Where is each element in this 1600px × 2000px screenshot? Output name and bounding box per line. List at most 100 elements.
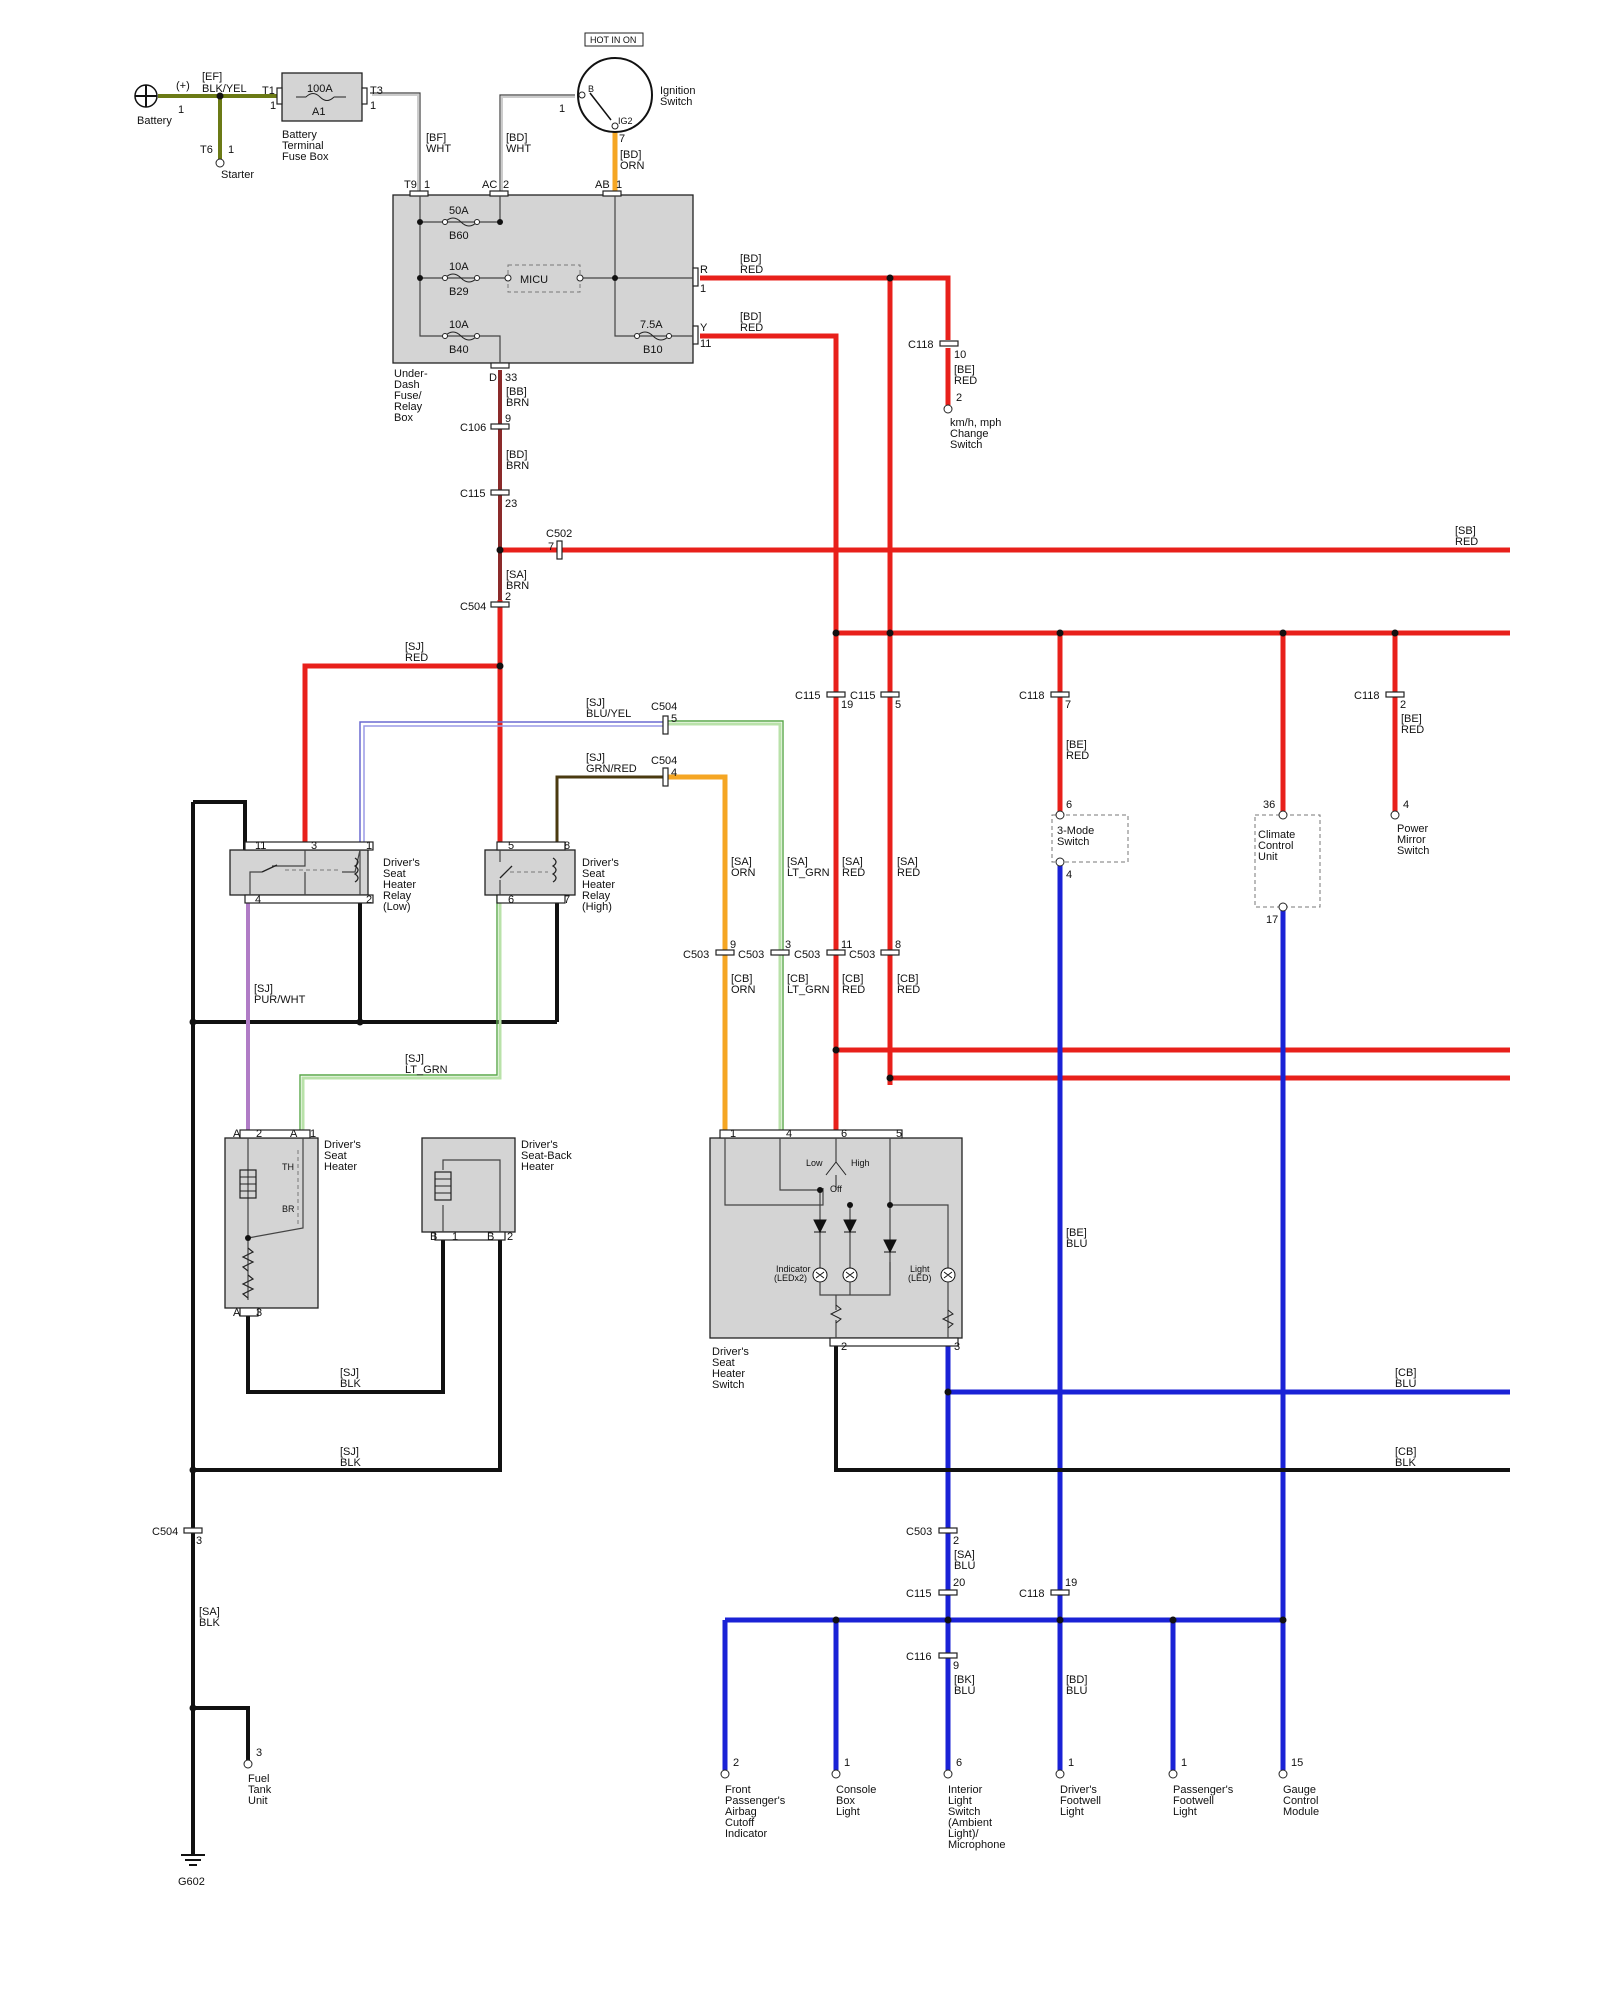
wire-blk-ground-bus [191, 800, 559, 1855]
c106-label: C106 [460, 422, 486, 434]
t9-label: T9 [404, 179, 417, 191]
t9-pin: 1 [424, 179, 430, 191]
mode-label-2: Switch [1057, 836, 1089, 848]
pin-r-num: 1 [700, 283, 706, 295]
wire-bd-red-y [700, 333, 839, 1130]
wire-bd-wht-2 [501, 96, 575, 195]
sa-blu-code: [SA] [954, 1549, 975, 1561]
load-label: Passenger's [725, 1795, 786, 1807]
bf-code: [BF] [426, 132, 446, 144]
load-pin: 1 [1068, 1757, 1074, 1769]
low-pin-11: 11 [255, 840, 266, 852]
bd-orn-code: [BD] [620, 149, 641, 161]
junction-dot [832, 629, 840, 637]
high-label-1: Driver's [582, 857, 619, 869]
t1-label: T1 [262, 85, 275, 97]
c118-10-pin: 10 [954, 349, 966, 361]
load-label: Control [1283, 1795, 1318, 1807]
junction-dot [1169, 1616, 1177, 1624]
sa-red2-color: RED [897, 867, 920, 879]
sj-grnred-color: GRN/RED [586, 763, 637, 775]
fuse-b40: B40 [449, 344, 469, 356]
c503-pin-8: 8 [895, 939, 901, 951]
junction-dot [886, 274, 894, 282]
wire-ef-code: [EF] [202, 71, 222, 83]
battery-pin: 1 [178, 104, 184, 116]
connector-c118-2: C118 2 [1354, 690, 1406, 711]
ac-pin: 2 [503, 179, 509, 191]
be-blu-color: BLU [1066, 1238, 1087, 1250]
bd-red-y-code: [BD] [740, 311, 761, 323]
low-label-4: Relay [383, 890, 412, 902]
load-label: Switch [948, 1806, 980, 1818]
c503-9-label: C503 [683, 949, 709, 961]
bk-blu-color: BLU [954, 1685, 975, 1697]
junction-dot [832, 1616, 840, 1624]
sa-red2-code: [SA] [897, 856, 918, 868]
junction-dot [886, 1074, 894, 1082]
load-label: Interior [948, 1784, 983, 1796]
sw-label-3: Heater [712, 1368, 745, 1380]
low-pin-4: 4 [255, 894, 261, 906]
wire-bd-red-r [700, 275, 951, 1085]
seat-heater-label-3: Heater [324, 1161, 357, 1173]
sj-blk-2-color: BLK [340, 1457, 361, 1469]
bf-color: WHT [426, 143, 451, 155]
c118-2-pin: 2 [1400, 699, 1406, 711]
bb-code: [BB] [506, 386, 527, 398]
pm-label-2: Mirror [1397, 834, 1426, 846]
fuse-50a: 50A [449, 205, 469, 217]
junction-dot [216, 92, 224, 100]
under-dash-fuse-relay-box: T9 1 AC 2 AB 1 50A B60 10A B29 10A B40 7… [392, 179, 711, 424]
pin-y: Y [700, 322, 708, 334]
c504-2-pin: 2 [505, 591, 511, 603]
cb-red1-color: RED [842, 984, 865, 996]
light-label-2: (LED) [908, 1273, 932, 1283]
load-interior-light-switch: 6 Interior Light Switch (Ambient Light)/… [943, 1757, 1005, 1851]
c116-pin: 9 [953, 1660, 959, 1672]
fuel-tank-unit: 3 Fuel Tank Unit [243, 1747, 272, 1807]
sw-pin-6: 6 [841, 1128, 847, 1140]
g602-label: G602 [178, 1876, 205, 1888]
high-pin-7: 7 [564, 894, 570, 906]
sj-ltgrn-code: [SJ] [405, 1053, 424, 1065]
seat-pin-2: 2 [256, 1128, 262, 1140]
btfb-line3: Fuse Box [282, 151, 329, 163]
junction-dot [1056, 1616, 1064, 1624]
junction-dot [886, 629, 894, 637]
be-red-kmh-code: [BE] [954, 364, 975, 376]
seatback-label-3: Heater [521, 1161, 554, 1173]
battery-terminal-fuse-box: 100A A1 T1 1 T3 1 Battery Terminal Fuse … [262, 72, 383, 163]
micu-label: MICU [520, 274, 548, 286]
ign-pin1: 1 [559, 103, 565, 115]
cb-red2-code: [CB] [897, 973, 918, 985]
ign-label-1: Ignition [660, 85, 695, 97]
bd-brn-code: [BD] [506, 449, 527, 461]
connector-c504-5: C504 5 [651, 701, 677, 735]
load-label: Driver's [1060, 1784, 1097, 1796]
ab-label: AB [595, 179, 610, 191]
c503-2-label: C503 [906, 1526, 932, 1538]
fuel-label-3: Unit [248, 1795, 268, 1807]
cc-label-2: Control [1258, 840, 1293, 852]
sj-red-code: [SJ] [405, 641, 424, 653]
junction-dot [356, 1018, 364, 1026]
c118-7-label: C118 [1019, 690, 1044, 702]
junction-dot [496, 546, 504, 554]
drivers-seat-heater: A 2 A 1 A 3 TH BR Driver's Seat Heater [224, 1128, 361, 1319]
c502-label: C502 [546, 528, 572, 540]
c115-20-pin: 20 [953, 1577, 965, 1589]
connector-c116: C116 9 [906, 1651, 959, 1672]
c504-4-pin: 4 [671, 767, 677, 779]
c116-label: C116 [906, 1651, 931, 1663]
c503-pin-9: 9 [730, 939, 736, 951]
fuel-pin: 3 [256, 1747, 262, 1759]
t6-pin: 1 [228, 144, 234, 156]
c504-3-label: C504 [152, 1526, 178, 1538]
c118-2-label: C118 [1354, 690, 1379, 702]
sj-blk-1-code: [SJ] [340, 1367, 359, 1379]
junction-dot [1279, 629, 1287, 637]
udb-label-3: Fuse/ [394, 390, 422, 402]
wire-sj-bluyel [359, 721, 665, 850]
low-label-3: Heater [383, 879, 416, 891]
